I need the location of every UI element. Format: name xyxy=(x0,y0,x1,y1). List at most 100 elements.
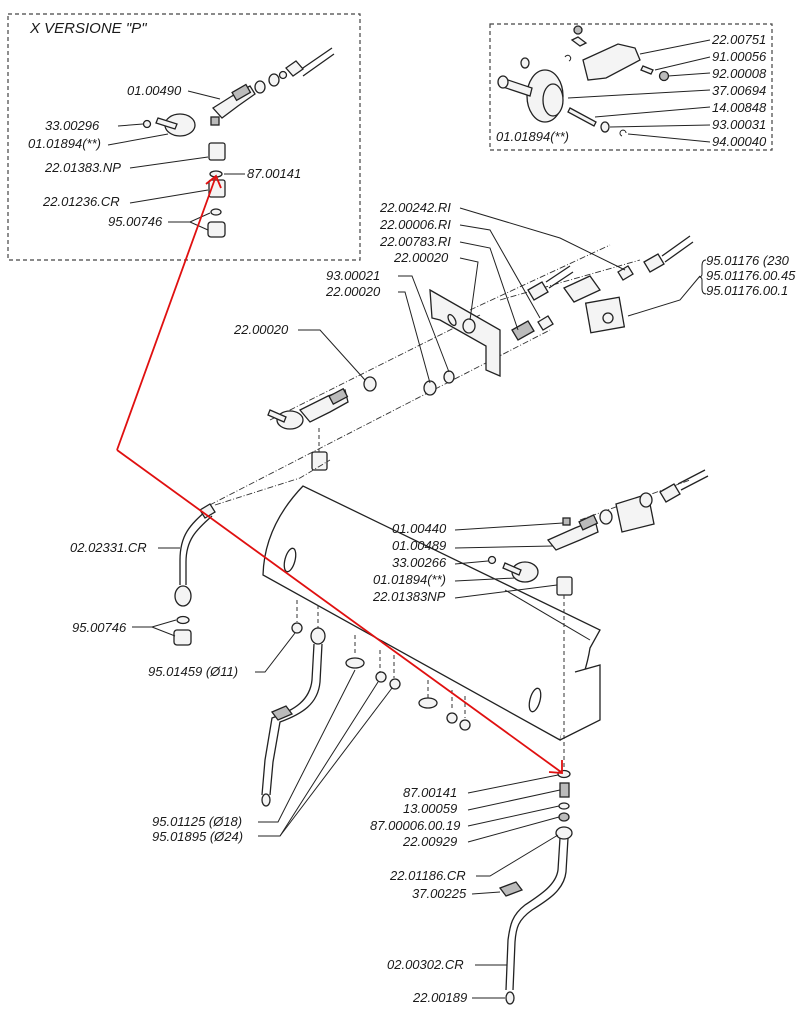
right-bush-22-01383np xyxy=(556,576,573,596)
valve-head-22-00751 xyxy=(582,43,641,81)
label-02-00302-cr: 02.00302.CR xyxy=(387,957,464,972)
solenoid-body xyxy=(563,275,601,303)
label-22-00783-ri: 22.00783.RI xyxy=(379,234,451,249)
cap-95-00746-low xyxy=(173,629,192,646)
shroud-base xyxy=(559,664,601,741)
right-valve-assembly: 01.00440 01.00489 33.00266 01.01894(**) … xyxy=(372,469,709,775)
label-22-01186-cr: 22.01186.CR xyxy=(389,868,466,883)
label-95-01176-00-45: 95.01176.00.45 xyxy=(706,268,796,283)
label-95-01176-00-1: 95.01176.00.1 xyxy=(706,283,788,298)
label-93-00031: 93.00031 xyxy=(712,117,766,132)
nut-d xyxy=(459,719,471,731)
wand-fitting-22-01186 xyxy=(555,826,573,840)
label-87-00141-top: 87.00141 xyxy=(247,166,301,181)
washer-22-00020-a xyxy=(363,376,377,392)
right-nut xyxy=(659,483,681,503)
inset-valve-detail: 22.00751 91.00056 92.00008 37.00694 14.0… xyxy=(489,23,773,151)
inset-p-outlet xyxy=(210,116,220,126)
upper-axis-a xyxy=(269,314,481,421)
label-01-00440: 01.00440 xyxy=(392,521,447,536)
washer-93-00021 xyxy=(443,370,455,384)
valve-spring-91-00056 xyxy=(640,65,654,75)
washer-95-00746-low xyxy=(176,615,190,625)
red-arrowhead-bottom xyxy=(548,760,563,774)
nut-c xyxy=(446,712,458,724)
upper-tap-lever xyxy=(267,409,287,423)
upper-pipe-b xyxy=(661,235,694,263)
valve-spring-top xyxy=(570,36,588,47)
label-01-01894-right: 01.01894(**) xyxy=(373,572,446,587)
inset-p-ring-33-00296 xyxy=(142,119,152,129)
inset-p-nut xyxy=(285,60,304,77)
label-37-00225: 37.00225 xyxy=(412,886,467,901)
label-02-02331-cr: 02.02331.CR xyxy=(70,540,147,555)
label-87-00006-00-19: 87.00006.00.19 xyxy=(370,818,460,833)
inset-p-washer-b xyxy=(254,80,266,94)
label-22-01383-np: 22.01383.NP xyxy=(44,160,121,175)
wand-tip-22-00189 xyxy=(505,991,515,1005)
label-94-00040: 94.00040 xyxy=(712,134,767,149)
inset-p-border xyxy=(7,13,361,261)
left-wand-fitting xyxy=(310,627,326,645)
label-95-00746-top: 95.00746 xyxy=(108,214,163,229)
steam-wand-assembly: 87.00141 13.00059 87.00006.00.19 22.0092… xyxy=(370,769,573,1005)
label-87-00141-low: 87.00141 xyxy=(403,785,457,800)
label-01-00489: 01.00489 xyxy=(392,538,446,553)
spring-13-00059 xyxy=(559,782,570,798)
bracket-slot xyxy=(447,313,457,327)
nut-95-01459 xyxy=(291,622,303,634)
washer-22-00020-b xyxy=(423,380,437,396)
left-wand-tip xyxy=(261,793,271,807)
plug-95-01125 xyxy=(345,657,365,669)
inset-p-washer-a xyxy=(268,73,280,87)
nut-a xyxy=(375,671,387,683)
inset-p-lever xyxy=(155,117,178,130)
label-22-01236-cr: 22.01236.CR xyxy=(42,194,120,209)
right-tap-screw-01-00440 xyxy=(562,517,571,526)
label-33-00296: 33.00296 xyxy=(45,118,100,133)
inset-p-cap-95-00746 xyxy=(207,221,226,238)
mounting-bracket xyxy=(429,288,501,377)
label-95-01459: 95.01459 (Ø11) xyxy=(148,664,238,679)
inset-p-pipe xyxy=(299,47,335,77)
upper-pipe-a xyxy=(545,265,574,289)
label-22-01383np: 22.01383NP xyxy=(372,589,446,604)
valve-knob-face xyxy=(542,83,564,117)
pipe-02-02331-spout xyxy=(174,585,192,607)
valve-washer xyxy=(520,57,530,69)
label-37-00694: 37.00694 xyxy=(712,83,766,98)
valve-clip xyxy=(564,54,572,62)
valve-knob-end xyxy=(497,75,509,89)
plug-95-01895 xyxy=(418,697,438,709)
shroud-cover xyxy=(262,485,601,741)
inset-versione-p: X VERSIONE "P" 01.00490 33.00296 01.0189… xyxy=(7,13,361,261)
inset-p-thread xyxy=(231,83,252,102)
label-01-01894-p: 01.01894(**) xyxy=(28,136,101,151)
label-91-00056: 91.00056 xyxy=(712,49,767,64)
upper-tap-bush xyxy=(311,451,328,471)
label-22-00006-ri: 22.00006.RI xyxy=(379,217,451,232)
fitting-22-00783 xyxy=(511,320,535,341)
label-22-00020-upper: 22.00020 xyxy=(393,250,449,265)
label-92-00008: 92.00008 xyxy=(712,66,767,81)
red-annotation-arrow xyxy=(116,174,563,774)
label-22-00189: 22.00189 xyxy=(412,990,467,1005)
label-14-00848: 14.00848 xyxy=(712,100,767,115)
label-22-00751: 22.00751 xyxy=(711,32,766,47)
fitting-upper-nut xyxy=(527,281,549,301)
solenoid-coil-center xyxy=(602,312,614,324)
label-93-00021: 93.00021 xyxy=(326,268,380,283)
inset-valve-border xyxy=(489,23,773,151)
label-22-00020-mid: 22.00020 xyxy=(325,284,381,299)
fitting-22-00006 xyxy=(537,315,554,331)
right-tap-thread xyxy=(578,514,599,531)
label-95-01895: 95.01895 (Ø24) xyxy=(152,829,243,844)
label-13-00059: 13.00059 xyxy=(403,801,457,816)
pipe-02-02331-nut xyxy=(199,503,216,519)
solenoid-brace xyxy=(698,259,707,295)
label-33-00266: 33.00266 xyxy=(392,555,447,570)
label-01-00490: 01.00490 xyxy=(127,83,182,98)
label-22-00242-ri: 22.00242.RI xyxy=(379,200,451,215)
inset-p-bush-22-01383 xyxy=(208,142,226,161)
